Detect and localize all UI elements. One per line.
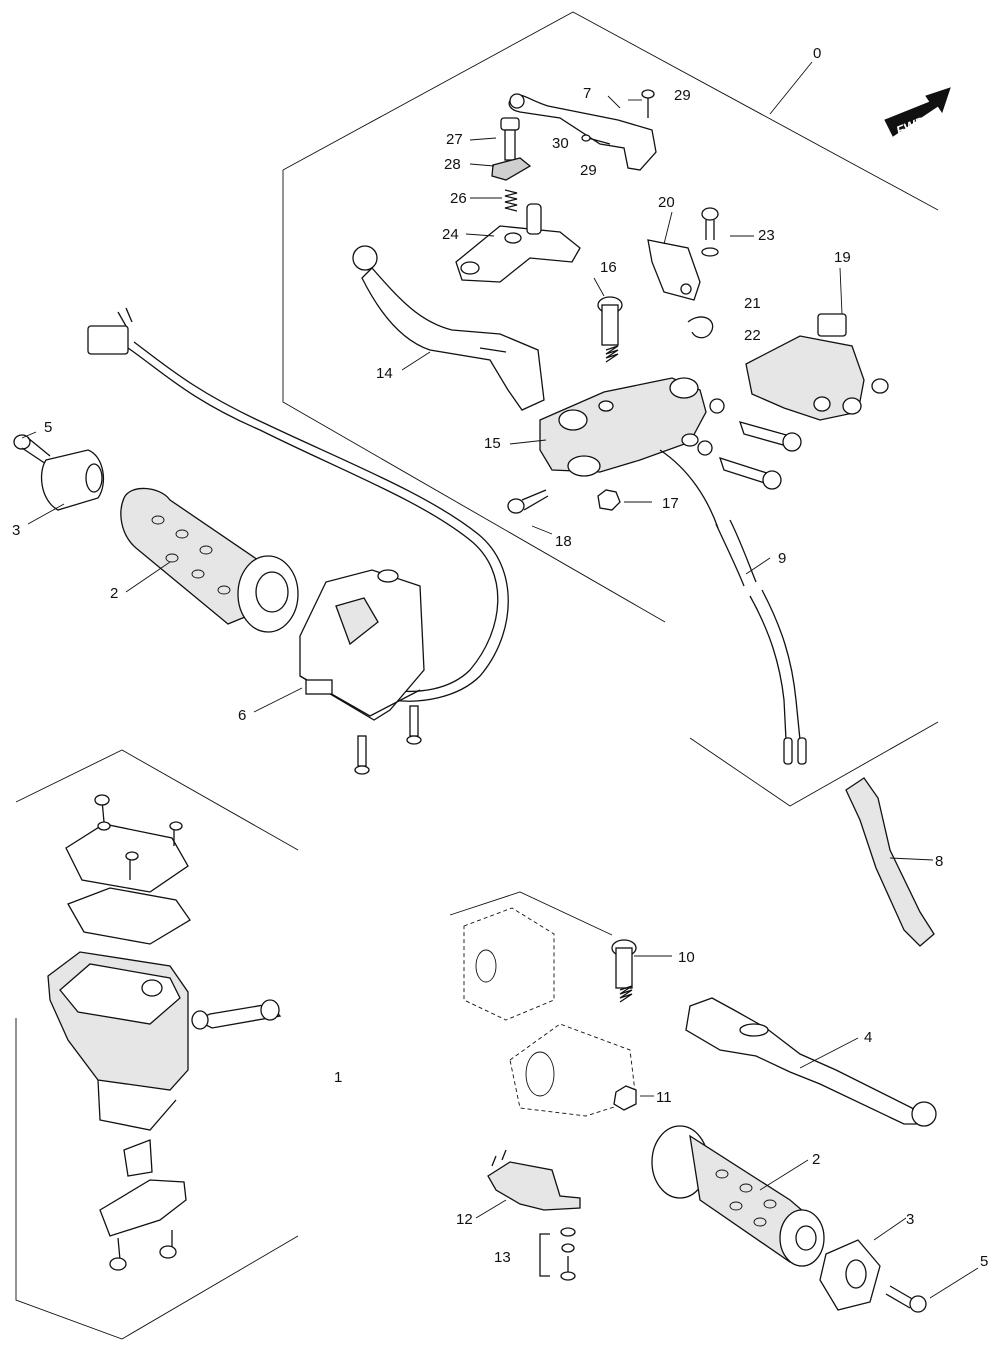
- switch-connector: [87, 307, 509, 702]
- label-28: 28: [444, 156, 461, 173]
- lower-left-assembly-outline: [15, 749, 299, 1340]
- part-1-master-cylinder: [47, 794, 282, 1271]
- part-6-switch-screws: [354, 705, 422, 775]
- label-29-mid: 29: [580, 162, 597, 179]
- label-2-upper: 2: [110, 585, 118, 602]
- part-20-switch-plate: [647, 239, 701, 301]
- label-20: 20: [658, 194, 675, 211]
- label-15: 15: [484, 435, 501, 452]
- part-19-switch-housing: [745, 313, 889, 421]
- part-2-handle-grip-lower: [651, 1125, 825, 1267]
- part-15-lever-holder: [539, 377, 719, 529]
- label-24: 24: [442, 226, 459, 243]
- part-5-bar-end-screw-upper: [13, 434, 51, 465]
- label-11: 11: [656, 1089, 672, 1106]
- label-29-top: 29: [674, 87, 691, 104]
- label-5-upper: 5: [44, 419, 52, 436]
- part-13-screw-washer-set: [539, 1227, 576, 1281]
- part-21-clip: [687, 316, 714, 339]
- label-17: 17: [662, 495, 679, 512]
- leader-lines: [21, 61, 979, 1299]
- label-2-lower: 2: [812, 1151, 820, 1168]
- label-3-upper: 3: [12, 522, 20, 539]
- part-8-clutch-lever: [845, 777, 935, 947]
- label-8: 8: [935, 853, 943, 870]
- part-3-bar-end-weight-upper: [40, 449, 105, 511]
- forward-direction-arrow: FWD: [884, 87, 951, 138]
- label-27: 27: [446, 131, 463, 148]
- holder-mount-bolts: [697, 398, 802, 490]
- part-4-brake-lever: [685, 997, 937, 1127]
- part-16-pivot-bolt: [597, 296, 623, 363]
- upper-assembly-outline: [282, 11, 939, 807]
- part-30-pin: [581, 134, 611, 145]
- part-24-bracket: [455, 203, 581, 283]
- label-13: 13: [494, 1249, 511, 1266]
- label-22: 22: [744, 327, 761, 344]
- label-21: 21: [744, 295, 761, 312]
- part-3-bar-end-weight-lower: [819, 1239, 881, 1311]
- part-12-brake-switch: [487, 1149, 581, 1211]
- part-29-screw-top: [641, 89, 655, 118]
- part-7-lever-blade: [508, 93, 657, 171]
- part-27-pin: [500, 117, 520, 161]
- reference-labels: 0 7 29 27 30 29 28 26 24 20 23 16 19 21 …: [12, 45, 988, 1270]
- part-11-nut: [613, 1085, 637, 1111]
- label-30: 30: [552, 135, 569, 152]
- label-5-lower: 5: [980, 1253, 988, 1270]
- part-2-handle-grip-upper: [120, 487, 299, 633]
- part-18-bolt: [507, 489, 549, 514]
- part-26-spring: [504, 189, 518, 212]
- label-23: 23: [758, 227, 775, 244]
- label-1: 1: [334, 1069, 342, 1086]
- label-18: 18: [555, 533, 572, 550]
- label-16: 16: [600, 259, 617, 276]
- part-5-bar-end-screw-lower: [885, 1285, 927, 1313]
- label-3-lower: 3: [906, 1211, 914, 1228]
- label-26: 26: [450, 190, 467, 207]
- label-6: 6: [238, 707, 246, 724]
- lower-right-assembly-outline: [449, 891, 613, 936]
- part-6-handlebar-switch: [299, 569, 425, 721]
- label-0: 0: [813, 45, 821, 62]
- label-12: 12: [456, 1211, 473, 1228]
- label-14: 14: [376, 365, 393, 382]
- part-10-pivot-bolt: [611, 939, 637, 1003]
- part-17-nut: [597, 489, 621, 511]
- part-23-screw: [701, 207, 719, 257]
- label-9: 9: [778, 550, 786, 567]
- part-9-switch-cable: [715, 519, 807, 765]
- part-14-brake-lever: [352, 245, 545, 411]
- part-28-plate: [491, 157, 532, 181]
- label-10: 10: [678, 949, 695, 966]
- label-7: 7: [583, 85, 591, 102]
- master-cylinder-ghost: [463, 907, 637, 1117]
- label-4: 4: [864, 1029, 872, 1046]
- label-19: 19: [834, 249, 851, 266]
